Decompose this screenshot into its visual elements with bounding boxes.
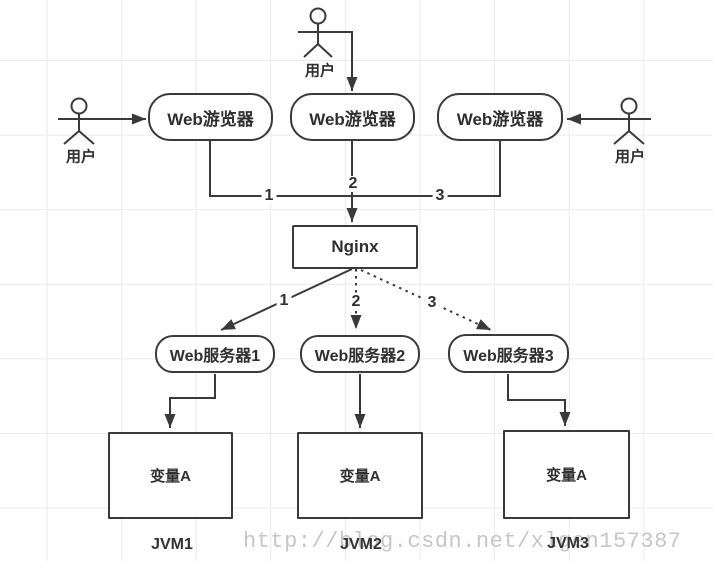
actor-figure-left [58, 97, 146, 145]
actor-label-top: 用户 [304, 62, 336, 80]
jvm-label-2: JVM2 [340, 536, 382, 553]
actor-leg [317, 43, 333, 58]
jvm-box-3: 变量A [503, 430, 630, 519]
jvm-label-3: JVM3 [547, 535, 589, 552]
actor-label-left: 用户 [65, 148, 97, 166]
actor-head [70, 97, 88, 115]
server-box-2: Web服务器2 [300, 335, 420, 373]
edge-server3-to-jvm3 [507, 374, 571, 426]
edge-label-servers-1: 1 [276, 293, 292, 309]
browser-box-1: Web游览器 [148, 93, 273, 141]
nginx-box: Nginx [292, 225, 418, 269]
jvm-box-1: 变量A [108, 432, 233, 519]
browser-box-2: Web游览器 [290, 93, 415, 141]
server-box-2-label: Web服务器2 [314, 348, 406, 365]
arrow-top-user-to-browser2 [342, 31, 358, 91]
actor-leg [78, 130, 95, 145]
edge-label-browsers-2: 2 [345, 176, 361, 192]
browser-box-3-label: Web游览器 [456, 109, 544, 129]
server-box-1: Web服务器1 [155, 335, 275, 373]
actor-head [620, 97, 638, 115]
edge-label-browsers-3: 3 [432, 188, 448, 204]
actor-figure-right [567, 97, 651, 145]
browser-box-2-label: Web游览器 [309, 109, 396, 129]
actor-head [309, 7, 327, 25]
edge-label-browsers-1: 1 [261, 188, 277, 204]
browser-box-3: Web游览器 [437, 93, 563, 141]
browser-box-1-label: Web游览器 [167, 109, 254, 129]
watermark: http://blog.csdn.net/xlgen157387 [243, 529, 682, 554]
edge-browser1-to-nginx [209, 141, 352, 197]
server-box-3: Web服务器3 [448, 334, 569, 373]
actor-label-right: 用户 [614, 148, 646, 166]
actor-leg [628, 130, 645, 145]
jvm-box-3-variable: 变量A [546, 467, 587, 484]
actor-leg [613, 130, 630, 145]
edge-server1-to-jvm1 [164, 374, 216, 428]
jvm-label-1: JVM1 [151, 536, 193, 553]
nginx-box-label: Nginx [331, 237, 379, 256]
actor-leg [63, 130, 80, 145]
jvm-box-1-variable: 变量A [150, 468, 191, 485]
actor-leg [303, 43, 319, 58]
server-box-1-label: Web服务器1 [169, 348, 261, 365]
server-box-3-label: Web服务器3 [463, 347, 554, 365]
jvm-box-2-variable: 变量A [339, 468, 381, 485]
edge-label-servers-2: 2 [348, 294, 364, 310]
jvm-box-2: 变量A [297, 432, 423, 519]
edge-browser3-to-nginx [352, 141, 501, 197]
actor-figure-top [298, 7, 358, 91]
edge-label-servers-3: 3 [424, 295, 440, 311]
